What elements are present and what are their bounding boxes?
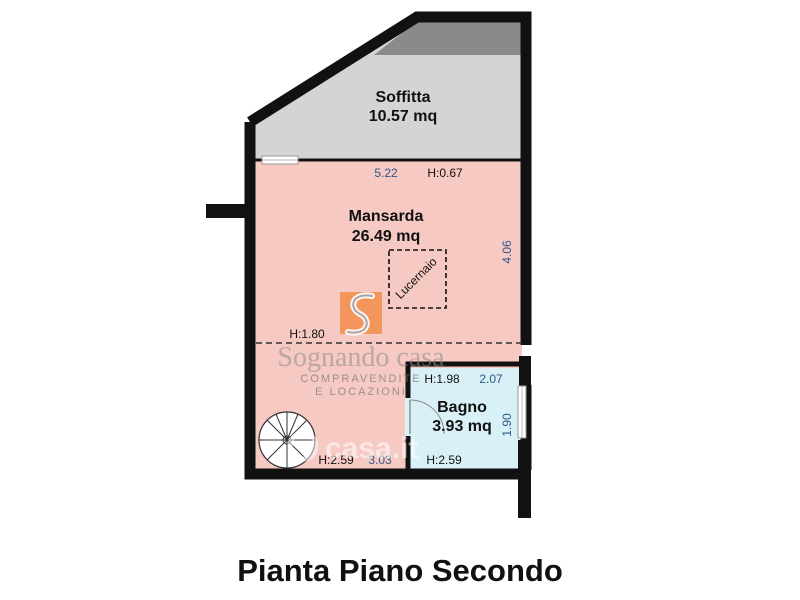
- window-icon: [261, 155, 299, 165]
- bagno-area: [408, 368, 522, 470]
- mansarda-height-bottom-label: H:2.59: [318, 453, 354, 467]
- spiral-staircase-icon: [258, 411, 316, 469]
- mansarda-width-bottom-label: 3.03: [368, 453, 392, 467]
- wall-stub-bottom-right: [518, 440, 531, 518]
- watermark-line2: E LOCAZIONI: [315, 386, 407, 398]
- portal-logo-icon: [287, 430, 319, 462]
- watermark-portal: casa.it: [325, 432, 418, 465]
- bagno-width-label: 2.07: [479, 372, 503, 386]
- lucernaio-box: [388, 249, 447, 309]
- mansarda-area-label: 26.49 mq: [352, 228, 420, 245]
- mansarda-height-top-label: H:0.67: [427, 166, 463, 180]
- logo-s-icon: [340, 292, 382, 336]
- mansarda-width-label: 5.22: [374, 166, 398, 180]
- wall-stub-left: [206, 204, 252, 218]
- soffitta-area-label: 10.57 mq: [369, 108, 437, 125]
- mansarda-depth-label: 4.06: [500, 240, 514, 264]
- watermark-line1: COMPRAVENDITE: [300, 373, 421, 385]
- bagno-area-label: 3.93 mq: [432, 418, 492, 435]
- bagno-height-top-label: H:1.98: [424, 372, 460, 386]
- wall-right-lower: [519, 356, 531, 386]
- bagno-window-icon: [517, 385, 527, 439]
- bagno-wall-gap: [405, 398, 412, 436]
- door-swing-icon: [409, 399, 445, 435]
- mansarda-name: Mansarda: [349, 208, 424, 225]
- mansarda-height-mid-label: H:1.80: [289, 327, 325, 341]
- bagno-depth-label: 1.90: [500, 413, 514, 437]
- soffitta-name: Soffitta: [375, 89, 430, 106]
- bagno-height-bottom-label: H:2.59: [426, 453, 462, 467]
- plan-title: Pianta Piano Secondo: [237, 553, 563, 588]
- bagno-name: Bagno: [437, 399, 487, 416]
- watermark-brand: Sognando casa: [277, 342, 445, 373]
